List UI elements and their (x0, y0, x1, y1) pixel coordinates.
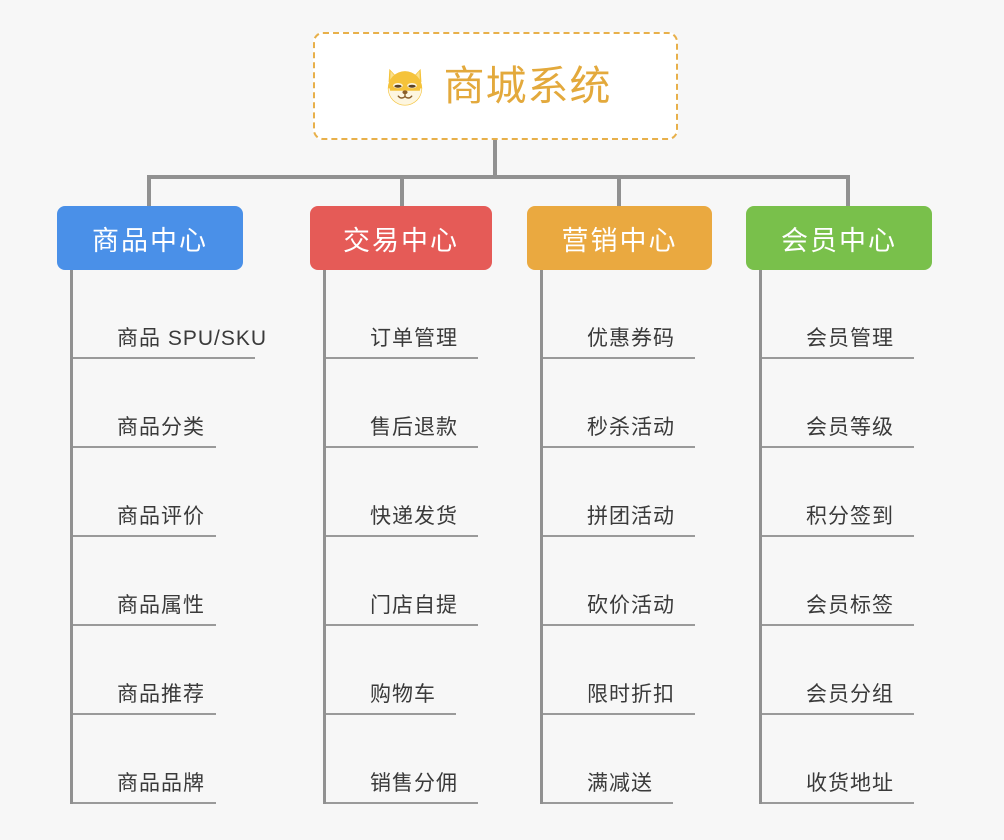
category-column-marketing-center: 营销中心 优惠券码 秒杀活动 拼团活动 砍价活动 限时折扣 (527, 206, 712, 804)
connector-drop-column-3 (617, 175, 621, 208)
connector-horizontal-bus (147, 175, 850, 179)
leaf-underline (326, 802, 478, 804)
leaf-item[interactable]: 秒杀活动 (543, 359, 712, 448)
category-label: 交易中心 (343, 225, 459, 256)
leaf-label: 会员等级 (806, 415, 894, 439)
category-label: 商品中心 (92, 225, 208, 256)
category-column-member-center: 会员中心 会员管理 会员等级 积分签到 会员标签 会员分组 (746, 206, 932, 804)
category-label: 营销中心 (561, 225, 678, 256)
leaf-underline (73, 357, 255, 359)
leaf-label: 秒杀活动 (587, 415, 675, 439)
leaf-item[interactable]: 会员等级 (762, 359, 932, 448)
connector-root-stem (493, 140, 497, 178)
leaf-item[interactable]: 积分签到 (762, 448, 932, 537)
leaf-label: 优惠券码 (587, 326, 675, 350)
leaf-underline (326, 446, 478, 448)
leaf-label: 订单管理 (370, 326, 458, 350)
leaf-underline (73, 713, 216, 715)
leaf-label: 商品 SPU/SKU (117, 326, 268, 350)
leaf-label: 售后退款 (370, 415, 458, 439)
category-label: 会员中心 (781, 225, 897, 256)
leaf-list-product-center: 商品 SPU/SKU 商品分类 商品评价 商品属性 商品推荐 商品品牌 (70, 270, 267, 804)
category-column-trade-center: 交易中心 订单管理 售后退款 快递发货 门店自提 购物车 (310, 206, 492, 804)
leaf-label: 收货地址 (806, 771, 894, 795)
leaf-item[interactable]: 商品推荐 (73, 626, 267, 715)
category-header-trade-center[interactable]: 交易中心 (310, 206, 492, 270)
leaf-item[interactable]: 销售分佣 (326, 715, 492, 804)
connector-drop-column-1 (147, 175, 151, 208)
leaf-list-marketing-center: 优惠券码 秒杀活动 拼团活动 砍价活动 限时折扣 满减送 (540, 270, 712, 804)
leaf-underline (73, 446, 216, 448)
leaf-underline (326, 535, 478, 537)
leaf-underline (543, 535, 695, 537)
connector-drop-column-2 (400, 175, 404, 208)
leaf-label: 商品分类 (117, 415, 205, 439)
leaf-label: 商品品牌 (117, 771, 205, 795)
leaf-label: 会员管理 (806, 326, 894, 350)
leaf-item[interactable]: 砍价活动 (543, 537, 712, 626)
leaf-label: 会员分组 (806, 682, 894, 706)
leaf-item[interactable]: 商品 SPU/SKU (73, 270, 267, 359)
leaf-label: 会员标签 (806, 593, 894, 617)
leaf-label: 购物车 (370, 682, 436, 706)
leaf-underline (73, 624, 216, 626)
leaf-label: 积分签到 (806, 504, 894, 528)
leaf-label: 满减送 (587, 771, 653, 795)
category-header-product-center[interactable]: 商品中心 (57, 206, 243, 270)
leaf-underline (762, 624, 914, 626)
leaf-label: 限时折扣 (587, 682, 675, 706)
category-column-product-center: 商品中心 商品 SPU/SKU 商品分类 商品评价 商品属性 商品推荐 (57, 206, 267, 804)
leaf-item[interactable]: 收货地址 (762, 715, 932, 804)
leaf-underline (326, 357, 478, 359)
leaf-item[interactable]: 拼团活动 (543, 448, 712, 537)
leaf-item[interactable]: 售后退款 (326, 359, 492, 448)
leaf-list-trade-center: 订单管理 售后退款 快递发货 门店自提 购物车 销售分佣 (323, 270, 492, 804)
leaf-underline (543, 446, 695, 448)
leaf-label: 商品推荐 (117, 682, 205, 706)
leaf-label: 砍价活动 (587, 593, 675, 617)
leaf-underline (326, 713, 456, 715)
leaf-item[interactable]: 优惠券码 (543, 270, 712, 359)
leaf-underline (762, 802, 914, 804)
leaf-underline (762, 446, 914, 448)
leaf-item[interactable]: 会员分组 (762, 626, 932, 715)
leaf-underline (326, 624, 478, 626)
root-node-shop-system[interactable]: 商城系统 (313, 32, 678, 140)
leaf-underline (762, 535, 914, 537)
leaf-item[interactable]: 商品属性 (73, 537, 267, 626)
leaf-item[interactable]: 商品品牌 (73, 715, 267, 804)
leaf-item[interactable]: 订单管理 (326, 270, 492, 359)
category-header-member-center[interactable]: 会员中心 (746, 206, 932, 270)
leaf-item[interactable]: 限时折扣 (543, 626, 712, 715)
leaf-underline (73, 802, 216, 804)
leaf-list-member-center: 会员管理 会员等级 积分签到 会员标签 会员分组 收货地址 (759, 270, 932, 804)
category-header-marketing-center[interactable]: 营销中心 (527, 206, 712, 270)
connector-drop-column-4 (846, 175, 850, 208)
leaf-item[interactable]: 商品评价 (73, 448, 267, 537)
leaf-item[interactable]: 满减送 (543, 715, 712, 804)
leaf-item[interactable]: 快递发货 (326, 448, 492, 537)
leaf-label: 销售分佣 (370, 771, 458, 795)
leaf-underline (762, 713, 914, 715)
leaf-item[interactable]: 会员管理 (762, 270, 932, 359)
leaf-label: 快递发货 (370, 504, 458, 528)
leaf-label: 拼团活动 (587, 504, 675, 528)
leaf-underline (543, 713, 695, 715)
shiba-dog-icon (387, 68, 422, 106)
leaf-item[interactable]: 会员标签 (762, 537, 932, 626)
leaf-underline (543, 357, 695, 359)
leaf-label: 商品属性 (117, 593, 205, 617)
leaf-label: 门店自提 (370, 593, 458, 617)
leaf-underline (762, 357, 914, 359)
leaf-item[interactable]: 商品分类 (73, 359, 267, 448)
leaf-label: 商品评价 (117, 504, 205, 528)
leaf-item[interactable]: 门店自提 (326, 537, 492, 626)
leaf-underline (543, 624, 695, 626)
leaf-underline (73, 535, 216, 537)
root-title: 商城系统 (443, 62, 612, 109)
leaf-underline (543, 802, 673, 804)
leaf-item[interactable]: 购物车 (326, 626, 492, 715)
